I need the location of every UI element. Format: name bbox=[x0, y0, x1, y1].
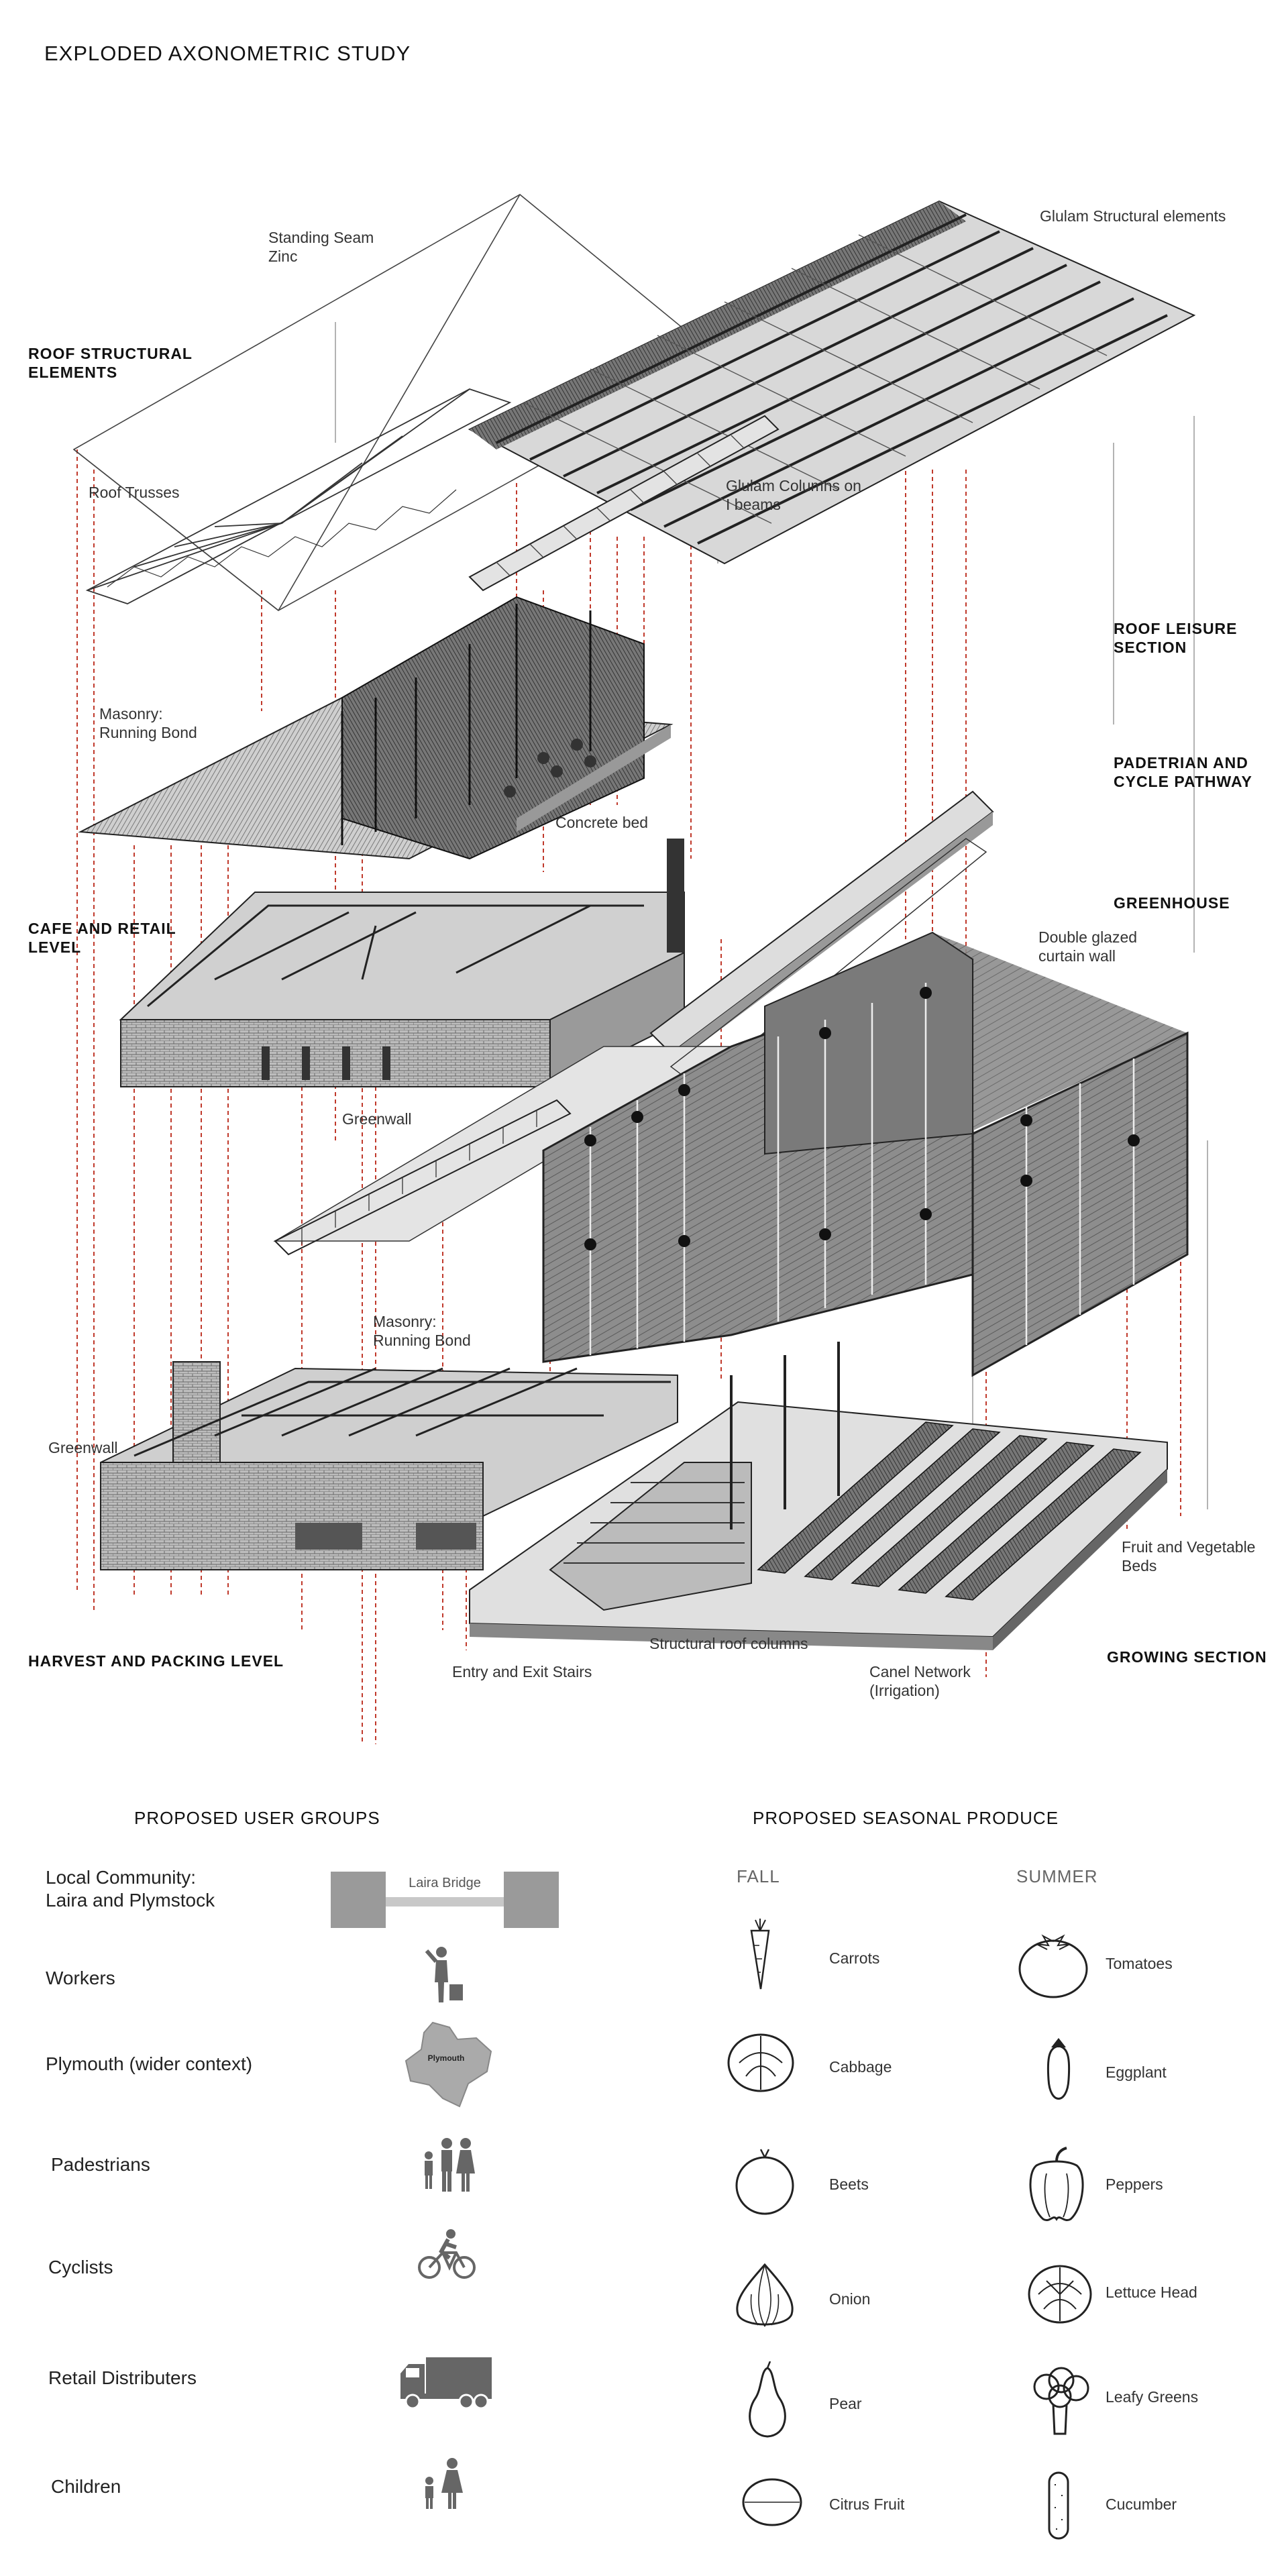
fall-item-citrus-fruit: Citrus Fruit bbox=[829, 2496, 905, 2513]
label-cafe-retail: CAFE AND RETAIL LEVEL bbox=[28, 920, 176, 956]
fall-item-cabbage: Cabbage bbox=[829, 2058, 892, 2076]
fall-item-pear: Pear bbox=[829, 2395, 862, 2412]
user-groups-heading: PROPOSED USER GROUPS bbox=[134, 1808, 380, 1828]
pedestrian-pathway bbox=[273, 790, 994, 1256]
label-harvest-packing: HARVEST AND PACKING LEVEL bbox=[28, 1652, 284, 1670]
pear-icon bbox=[749, 2361, 786, 2438]
fall-item-carrots: Carrots bbox=[829, 1949, 880, 1967]
summer-item-tomatoes: Tomatoes bbox=[1106, 1955, 1173, 1972]
roof-trusses bbox=[85, 388, 512, 604]
cafe-retail-level bbox=[119, 839, 685, 1088]
greenhouse-curtain-wall bbox=[542, 931, 1189, 1377]
label-roof-leisure: ROOF LEISURE SECTION bbox=[1114, 620, 1238, 656]
label-glulam-columns: Glulam Columns on I beams bbox=[726, 477, 861, 513]
harvest-packing-level bbox=[100, 1361, 678, 1570]
children-icon bbox=[425, 2458, 463, 2509]
label-greenwall-upper: Greenwall bbox=[342, 1110, 412, 1128]
carrot-icon bbox=[750, 1919, 770, 1990]
fall-label: FALL bbox=[737, 1866, 780, 1886]
summer-item-leafy-greens: Leafy Greens bbox=[1106, 2388, 1199, 2406]
cabbage-icon bbox=[727, 2033, 794, 2092]
truck-icon bbox=[400, 2357, 492, 2410]
cucumber-icon bbox=[1048, 2471, 1069, 2540]
label-entry-exit-stairs: Entry and Exit Stairs bbox=[452, 1663, 592, 1680]
label-roof-trusses: Roof Trusses bbox=[89, 484, 180, 501]
label-fruit-veg-beds: Fruit and Vegetable Beds bbox=[1122, 1538, 1256, 1574]
eggplant-icon bbox=[1046, 2038, 1071, 2100]
label-concrete-bed: Concrete bed bbox=[555, 814, 649, 831]
lettuce-icon bbox=[1028, 2265, 1092, 2324]
user-group-local-community: Local Community: Laira and Plymstock bbox=[46, 1867, 215, 1911]
broccoli-icon bbox=[1033, 2367, 1089, 2435]
label-double-glazed: Double glazed curtain wall bbox=[1038, 928, 1138, 965]
user-group-plymouth: Plymouth (wider context) bbox=[46, 2053, 253, 2074]
onion-icon bbox=[736, 2263, 794, 2327]
roof-leisure-level bbox=[78, 596, 674, 860]
pedestrians-icon bbox=[425, 2138, 475, 2192]
glulam-roof bbox=[468, 200, 1196, 565]
bridge-label: Laira Bridge bbox=[409, 1876, 481, 1890]
label-greenhouse: GREENHOUSE bbox=[1114, 894, 1230, 912]
beet-icon bbox=[735, 2149, 794, 2215]
user-group-cyclists: Cyclists bbox=[48, 2257, 113, 2277]
label-growing-section: GROWING SECTION bbox=[1107, 1648, 1267, 1666]
tomato-icon bbox=[1018, 1934, 1088, 1998]
citrus-icon bbox=[742, 2478, 802, 2526]
bridge-icon: Laira Bridge bbox=[331, 1872, 559, 1928]
user-group-padestrians: Padestrians bbox=[51, 2154, 150, 2175]
label-roof-structural: ROOF STRUCTURAL ELEMENTS bbox=[28, 345, 193, 381]
summer-item-lettuce-head: Lettuce Head bbox=[1106, 2284, 1197, 2301]
user-group-retail-distributers: Retail Distributers bbox=[48, 2367, 197, 2388]
label-structural-roof-columns: Structural roof columns bbox=[649, 1635, 808, 1652]
user-group-children: Children bbox=[51, 2476, 121, 2497]
label-masonry-upper: Masonry: Running Bond bbox=[99, 705, 197, 741]
summer-label: SUMMER bbox=[1016, 1866, 1098, 1886]
produce-heading: PROPOSED SEASONAL PRODUCE bbox=[753, 1808, 1059, 1828]
glulam-beam bbox=[468, 415, 780, 592]
label-masonry-lower: Masonry: Running Bond bbox=[373, 1313, 471, 1349]
label-canel-network: Canel Network (Irrigation) bbox=[869, 1663, 971, 1699]
worker-icon bbox=[425, 1947, 463, 2002]
label-standing-seam: Standing Seam Zinc bbox=[268, 229, 374, 265]
growing-section bbox=[469, 1342, 1168, 1650]
summer-item-cucumber: Cucumber bbox=[1106, 2496, 1177, 2513]
page-title: EXPLODED AXONOMETRIC STUDY bbox=[44, 42, 411, 65]
fall-item-beets: Beets bbox=[829, 2176, 869, 2193]
pepper-icon bbox=[1029, 2147, 1084, 2221]
label-padetrian-cycle: PADETRIAN AND CYCLE PATHWAY bbox=[1114, 754, 1252, 790]
exploded-axonometric-drawing bbox=[72, 194, 1208, 1744]
cyclist-icon bbox=[418, 2229, 476, 2279]
summer-item-peppers: Peppers bbox=[1106, 2176, 1163, 2193]
label-glulam-structural: Glulam Structural elements bbox=[1040, 207, 1226, 225]
summer-item-eggplant: Eggplant bbox=[1106, 2063, 1167, 2081]
label-greenwall-lower: Greenwall bbox=[48, 1439, 118, 1456]
plymouth-map-label: Plymouth bbox=[428, 2053, 465, 2063]
fall-item-onion: Onion bbox=[829, 2290, 871, 2308]
user-group-workers: Workers bbox=[46, 1968, 115, 1988]
plymouth-map-icon: Plymouth bbox=[405, 2021, 492, 2108]
